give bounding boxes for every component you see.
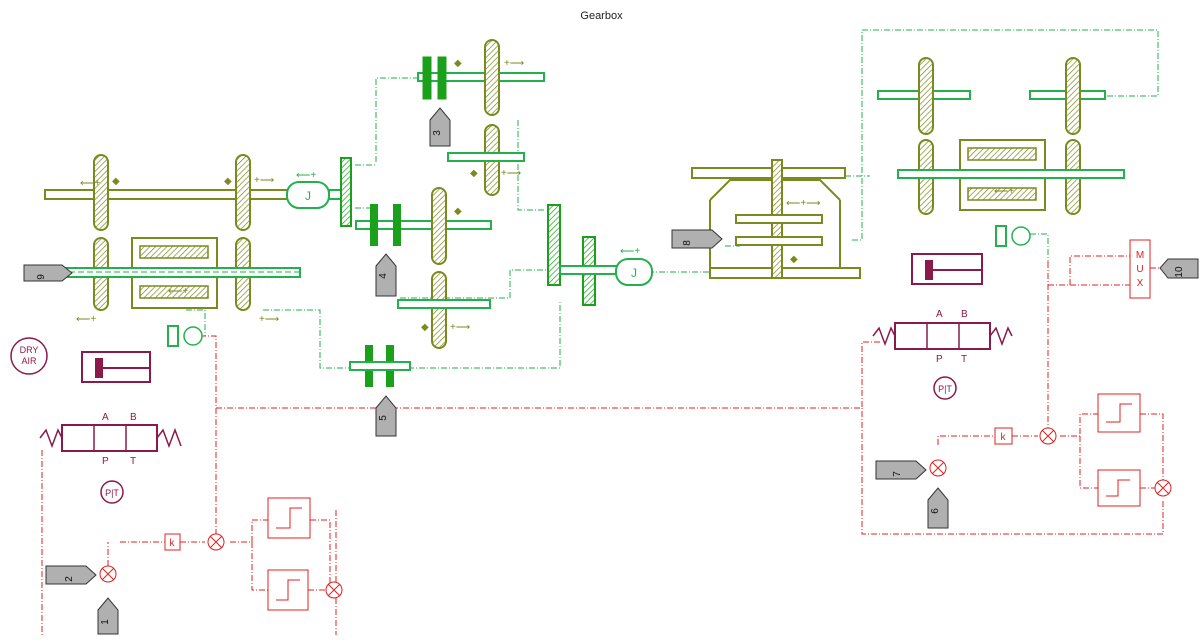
middle-gear-stage: J ⟵+ ◆ +⟶ ◆ +⟶ ◆ ◆ +⟶	[349, 39, 653, 387]
port-5[interactable]: 5	[375, 395, 397, 437]
svg-text:M: M	[1136, 250, 1144, 261]
left-actuator: A B P T P|T DRY AIR	[10, 337, 182, 504]
svg-text:7: 7	[892, 471, 903, 477]
svg-text:2: 2	[64, 576, 75, 582]
differential: ⟵+⟶ ◆	[691, 159, 861, 279]
svg-text:◆: ◆	[454, 206, 462, 217]
valve-a-right: A	[936, 309, 943, 320]
svg-text:k: k	[170, 538, 176, 549]
valve-t: T	[130, 456, 136, 467]
svg-text:+⟶: +⟶	[504, 58, 524, 69]
svg-text:6: 6	[930, 508, 941, 514]
port-6[interactable]: 6	[927, 487, 949, 529]
ports: 1 3 4 5 6 2 7 8	[23, 107, 1199, 635]
right-gear-stage: ⟵+	[877, 57, 1125, 215]
svg-text:5: 5	[378, 415, 389, 421]
svg-text:◆: ◆	[790, 254, 798, 265]
svg-text:◆: ◆	[112, 176, 120, 187]
svg-text:+⟶: +⟶	[254, 175, 274, 186]
dry-air-line2: AIR	[21, 356, 37, 366]
port-10[interactable]: 10	[1159, 258, 1199, 279]
svg-text:9: 9	[36, 274, 47, 280]
gain-block-right: k	[994, 427, 1013, 445]
port-8[interactable]: 8	[671, 229, 723, 249]
right-actuator: A B P T P|T	[872, 253, 1013, 400]
summing-junctions	[99, 427, 1172, 599]
dry-air-source	[10, 337, 48, 375]
port-7[interactable]: 7	[875, 460, 927, 480]
gain-block-left: k	[164, 533, 181, 551]
control-signal-lines	[41, 255, 1164, 635]
svg-text:1: 1	[100, 619, 111, 625]
dry-air-line1: DRY	[20, 345, 39, 355]
diagram-title: Gearbox	[580, 10, 623, 22]
svg-text:+⟶: +⟶	[259, 314, 279, 325]
port-2[interactable]: 2	[45, 565, 97, 585]
valve-b: B	[130, 412, 137, 423]
svg-text:⟵+: ⟵+	[80, 178, 100, 189]
pt-label-left: P|T	[105, 488, 119, 498]
port-4[interactable]: 4	[375, 253, 397, 297]
inertia-label: J	[305, 189, 311, 203]
svg-text:⟵+⟶: ⟵+⟶	[786, 198, 821, 209]
valve-p-right: P	[936, 354, 943, 365]
svg-text:U: U	[1136, 264, 1143, 275]
svg-text:◆: ◆	[224, 176, 232, 187]
svg-text:10: 10	[1174, 266, 1185, 278]
relay-blocks	[267, 393, 1141, 611]
port-9[interactable]: 9	[23, 264, 73, 282]
valve-t-right: T	[961, 354, 967, 365]
svg-text:⟵+: ⟵+	[168, 286, 188, 297]
svg-text:◆: ◆	[454, 58, 462, 69]
svg-text:⟵+: ⟵+	[296, 170, 316, 181]
svg-text:3: 3	[432, 130, 443, 136]
port-1[interactable]: 1	[97, 597, 119, 635]
port-3[interactable]: 3	[429, 107, 451, 147]
svg-text:X: X	[1137, 278, 1144, 289]
sensors	[167, 225, 1031, 347]
svg-text:+⟶: +⟶	[450, 322, 470, 333]
valve-b-right: B	[961, 309, 968, 320]
valve-a: A	[102, 412, 109, 423]
svg-text:◆: ◆	[421, 322, 429, 333]
pt-label-right: P|T	[938, 384, 952, 394]
left-gear-stage: J ⟵+ +⟶ ◆ ◆ ⟵+ ⟵+ +⟶ ⟵+	[44, 154, 352, 325]
svg-text:+⟶: +⟶	[501, 168, 521, 179]
mechanical-connections	[186, 29, 1159, 369]
svg-text:8: 8	[682, 240, 693, 246]
inertia-label-2: J	[631, 266, 637, 280]
svg-text:⟵+: ⟵+	[76, 314, 96, 325]
svg-text:⟵+: ⟵+	[620, 246, 640, 257]
svg-text:◆: ◆	[470, 168, 478, 179]
valve-p: P	[102, 456, 109, 467]
svg-text:k: k	[1001, 432, 1007, 443]
svg-text:4: 4	[378, 273, 389, 279]
svg-text:⟵+: ⟵+	[994, 186, 1014, 197]
